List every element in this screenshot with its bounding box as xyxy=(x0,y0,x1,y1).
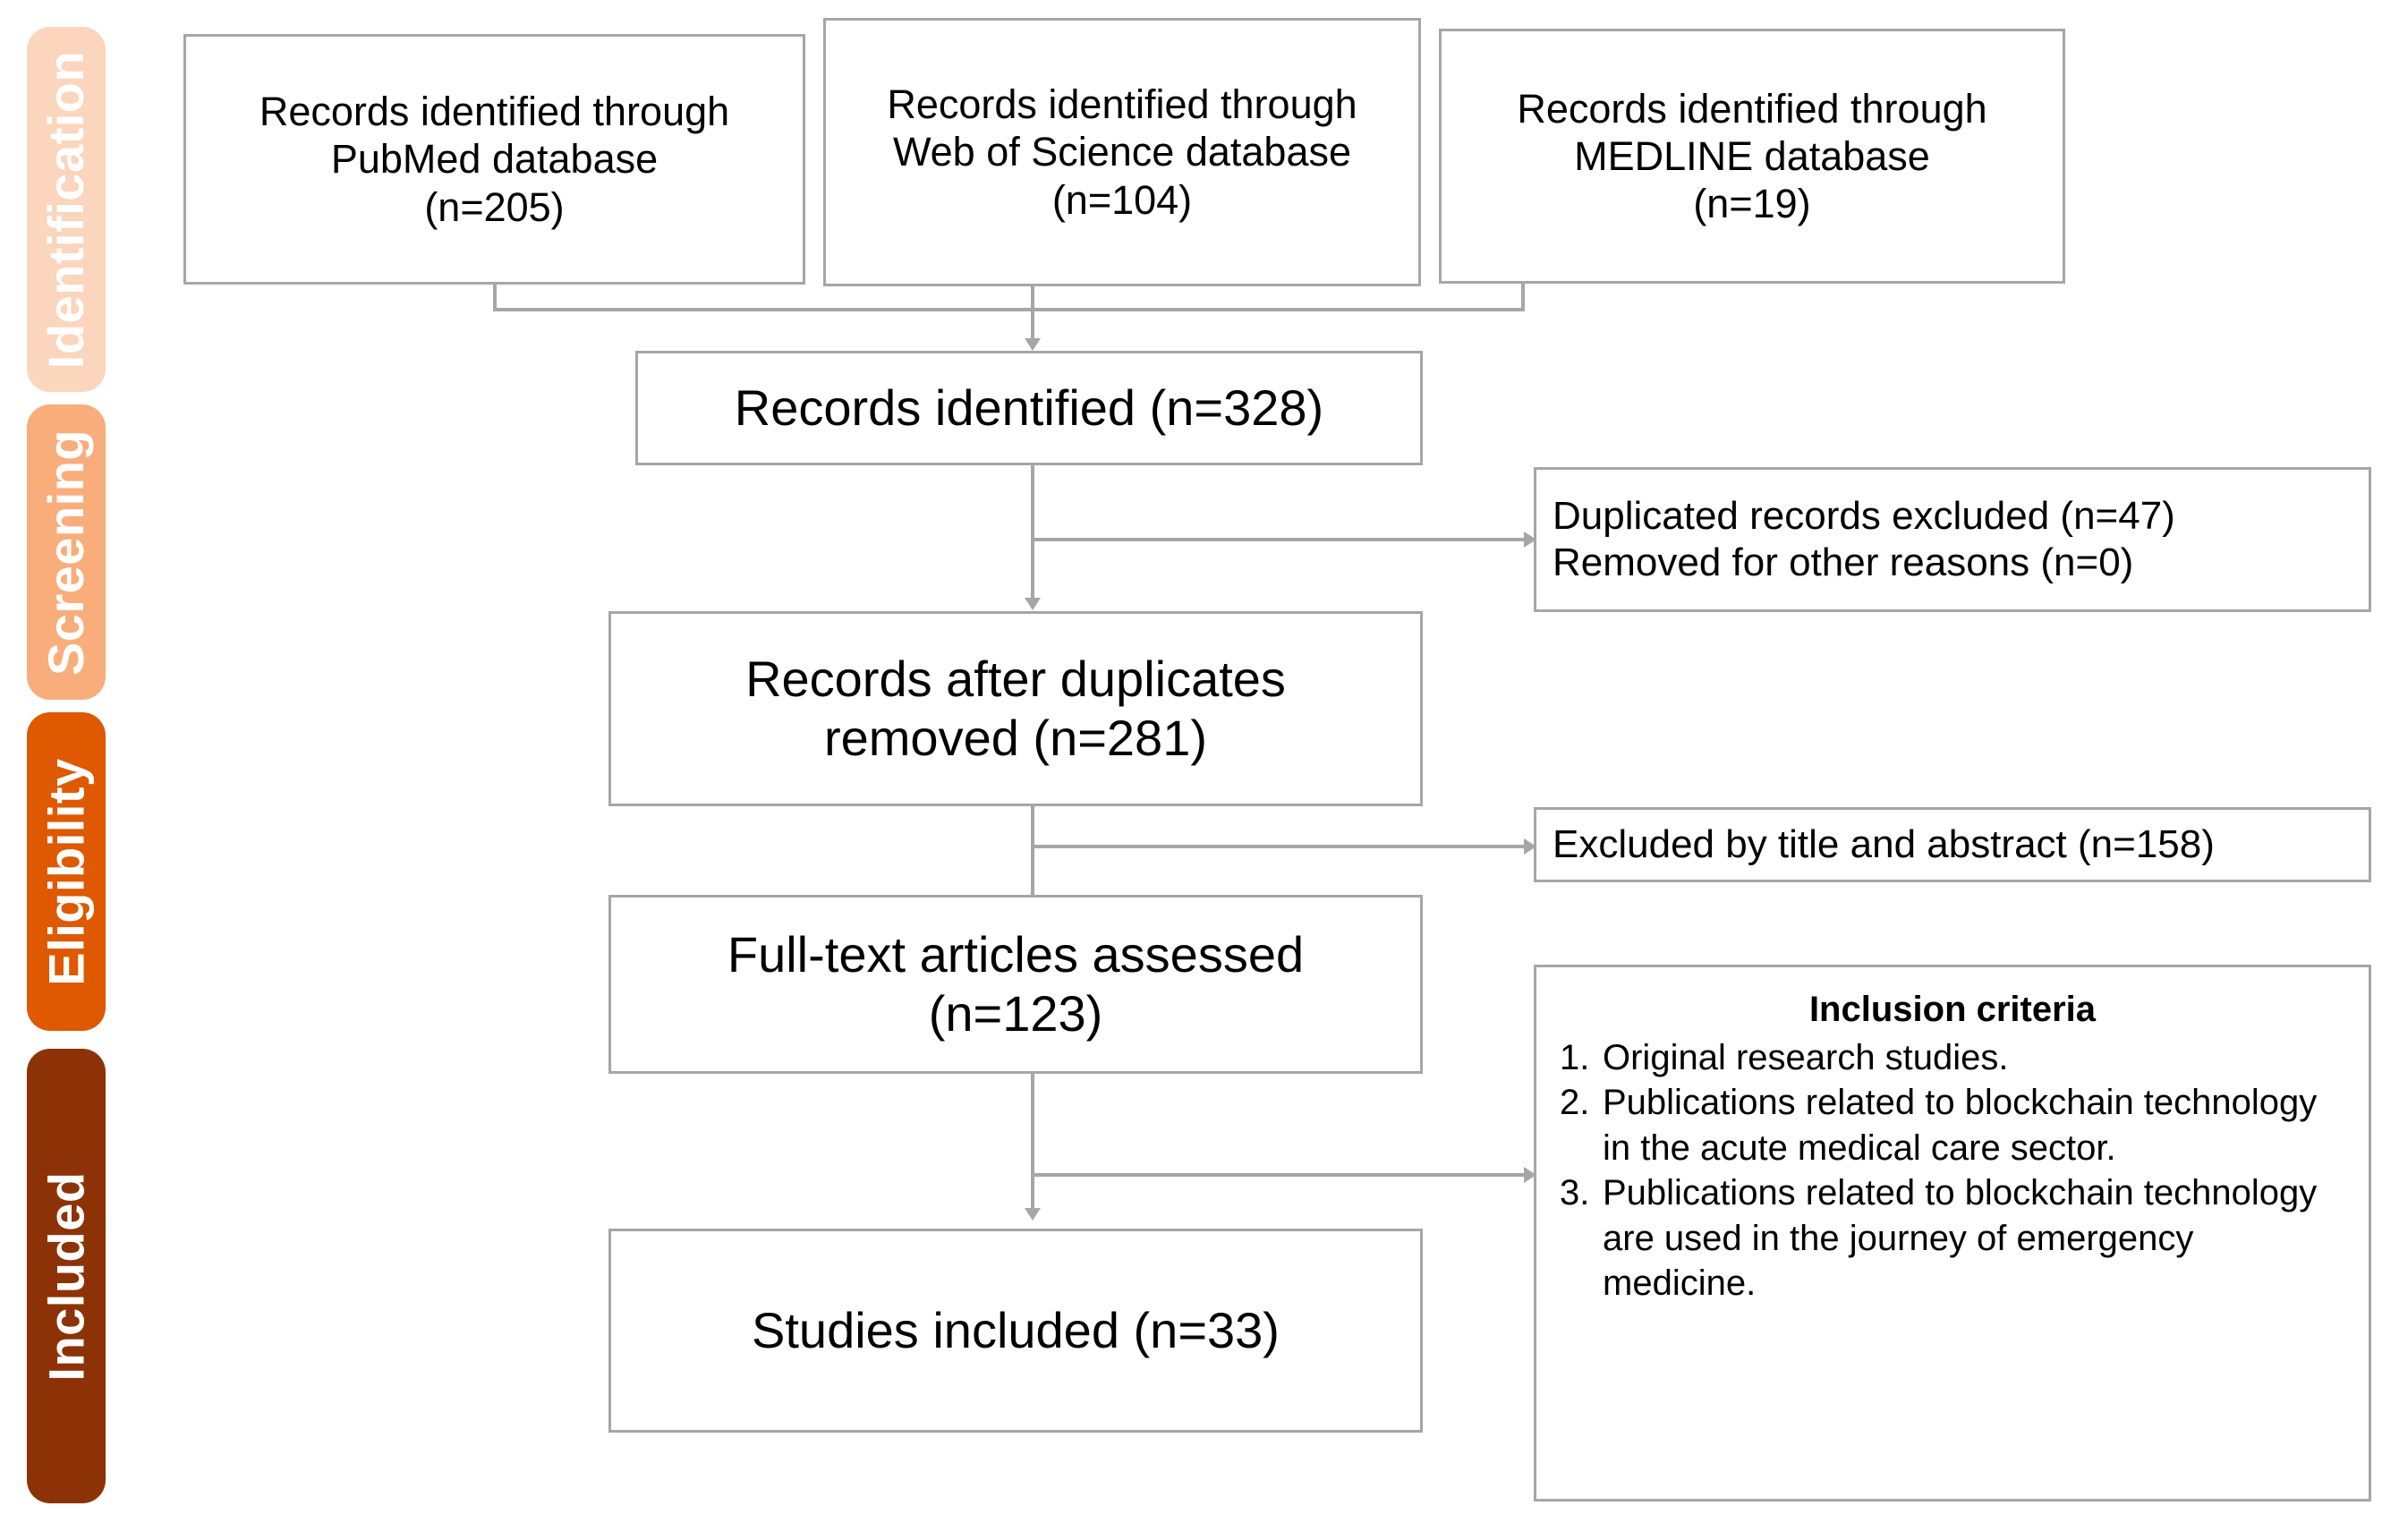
flow-box-full-text-assessed-text: Full-text articles assessed (n=123) xyxy=(727,925,1305,1042)
inclusion-criteria-item: 1. Original research studies. xyxy=(1560,1035,2345,1080)
connector-fulltext-down xyxy=(1031,1074,1034,1212)
flow-box-studies-included: Studies included (n=33) xyxy=(608,1229,1423,1433)
flow-box-after-duplicates: Records after duplicates removed (n=281) xyxy=(608,611,1423,806)
inclusion-criteria-item: 2. Publications related to blockchain te… xyxy=(1560,1080,2345,1170)
stage-band-identification: Identification xyxy=(27,27,106,392)
inclusion-criteria-title: Inclusion criteria xyxy=(1808,990,2097,1029)
connector-wos-stub xyxy=(1031,286,1034,313)
connector-duplicates-down xyxy=(1031,806,1034,934)
connector-titleabs-branch xyxy=(1031,845,1534,848)
source-box-web-of-science-text: Records identified through Web of Scienc… xyxy=(887,81,1357,223)
arrow-merge-down-icon xyxy=(1025,338,1041,351)
inclusion-criteria-item-number: 2. xyxy=(1560,1083,1590,1123)
connector-identified-down xyxy=(1031,465,1034,603)
connector-pubmed-stub xyxy=(493,285,497,310)
source-box-pubmed: Records identified through PubMed databa… xyxy=(183,34,805,285)
exclusion-box-title-abstract-text: Excluded by title and abstract (n=158) xyxy=(1553,822,2215,867)
inclusion-criteria-item-text: Original research studies. xyxy=(1603,1038,2009,1077)
flow-box-records-identified: Records identified (n=328) xyxy=(635,351,1423,465)
inclusion-criteria-item-number: 3. xyxy=(1560,1173,1590,1213)
arrow-criteria-right-icon xyxy=(1524,1167,1536,1183)
arrow-titleabs-right-icon xyxy=(1524,838,1536,855)
source-box-medline-text: Records identified through MEDLINE datab… xyxy=(1517,85,1987,227)
exclusion-box-duplicates: Duplicated records excluded (n=47) Remov… xyxy=(1534,467,2371,612)
connector-medline-stub xyxy=(1521,284,1525,310)
arrow-duplicates-right-icon xyxy=(1524,532,1536,548)
inclusion-criteria-item-text: Publications related to blockchain techn… xyxy=(1603,1173,2318,1303)
inclusion-criteria-list: 1. Original research studies. 2. Publica… xyxy=(1560,1035,2345,1306)
source-box-medline: Records identified through MEDLINE datab… xyxy=(1439,29,2065,284)
connector-merge-bar xyxy=(493,308,1525,311)
inclusion-criteria-item-text: Publications related to blockchain techn… xyxy=(1603,1083,2318,1168)
exclusion-box-title-abstract: Excluded by title and abstract (n=158) xyxy=(1534,807,2371,882)
stage-band-included: Included xyxy=(27,1049,106,1503)
stage-band-screening-label: Screening xyxy=(38,429,95,676)
arrow-identified-down-icon xyxy=(1025,598,1041,610)
inclusion-criteria-item-number: 1. xyxy=(1560,1038,1590,1077)
connector-duplicates-branch xyxy=(1031,538,1534,541)
arrow-fulltext-down-icon xyxy=(1025,1208,1041,1221)
connector-merge-drop xyxy=(1031,308,1034,342)
connector-criteria-branch xyxy=(1031,1173,1534,1177)
flow-box-studies-included-text: Studies included (n=33) xyxy=(752,1301,1280,1358)
stage-band-eligibility-label: Eligibility xyxy=(38,757,95,986)
stage-band-screening: Screening xyxy=(27,404,106,700)
stage-band-identification-label: Identification xyxy=(38,50,95,369)
stage-band-eligibility: Eligibility xyxy=(27,712,106,1031)
source-box-pubmed-text: Records identified through PubMed databa… xyxy=(259,89,730,230)
exclusion-box-duplicates-text: Duplicated records excluded (n=47) Remov… xyxy=(1553,494,2175,584)
flow-box-full-text-assessed: Full-text articles assessed (n=123) xyxy=(608,895,1423,1074)
source-box-web-of-science: Records identified through Web of Scienc… xyxy=(823,18,1421,286)
stage-band-included-label: Included xyxy=(38,1170,95,1382)
inclusion-criteria-item: 3. Publications related to blockchain te… xyxy=(1560,1170,2345,1306)
inclusion-criteria-box: Inclusion criteria 1. Original research … xyxy=(1534,965,2371,1502)
flow-box-after-duplicates-text: Records after duplicates removed (n=281) xyxy=(745,650,1286,766)
flow-box-records-identified-text: Records identified (n=328) xyxy=(734,379,1324,436)
